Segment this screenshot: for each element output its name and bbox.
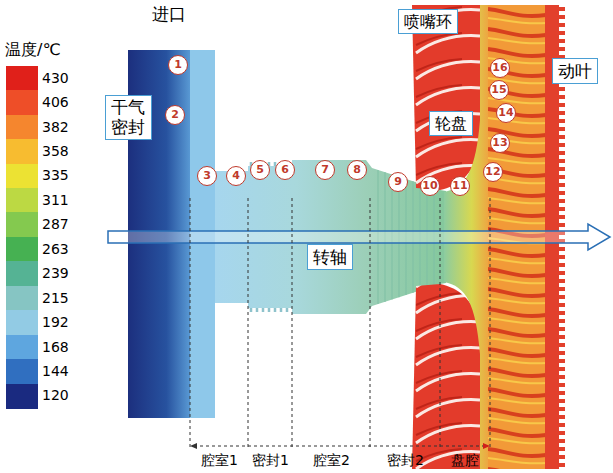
legend-value: 335	[42, 167, 69, 184]
legend-value: 287	[42, 216, 69, 233]
label-box: 动叶	[552, 58, 598, 84]
legend-value: 406	[42, 94, 69, 111]
box-text: 喷嘴环	[404, 12, 452, 31]
box-text: 动叶	[558, 61, 592, 81]
legend-value: 311	[42, 192, 69, 209]
inlet-label: 进口	[152, 4, 186, 24]
callout-number: 5	[250, 160, 270, 180]
region-label: 腔室1	[201, 452, 238, 469]
legend-value: 239	[42, 265, 69, 282]
region-label: 腔室2	[313, 452, 350, 469]
legend-value: 358	[42, 143, 69, 160]
legend-title: 温度/℃	[5, 40, 60, 59]
legend-value: 263	[42, 241, 69, 258]
region-label: 密封1	[252, 452, 289, 469]
box-text: 轮盘	[435, 114, 467, 133]
color-bar-segment	[6, 286, 38, 311]
callout-number: 9	[388, 172, 408, 192]
color-bar-segment	[6, 164, 38, 189]
color-bar-segment	[6, 90, 38, 115]
callout-number: 7	[315, 160, 335, 180]
region-label: 盘腔	[451, 452, 479, 469]
color-bar-segment	[6, 261, 38, 286]
color-bar-segment	[6, 139, 38, 164]
legend-value: 144	[42, 363, 69, 380]
color-bar-segment	[6, 237, 38, 262]
label-box: 转轴	[307, 244, 353, 270]
color-bar-segment	[6, 212, 38, 237]
callout-number: 3	[197, 166, 217, 186]
color-bar-segment	[6, 66, 38, 91]
callout-number: 12	[483, 162, 503, 182]
callout-number: 10	[420, 176, 440, 196]
label-box: 干气密封	[105, 95, 152, 140]
legend-value: 168	[42, 339, 69, 356]
label-box: 喷嘴环	[398, 9, 458, 34]
legend-value: 215	[42, 290, 69, 307]
box-text: 转轴	[313, 247, 347, 267]
legend-value: 430	[42, 70, 69, 87]
region-label: 密封2	[387, 452, 424, 469]
box-text: 干气密封	[111, 98, 146, 137]
color-bar-segment	[6, 188, 38, 213]
legend-value: 192	[42, 314, 69, 331]
color-bar-segment	[6, 335, 38, 360]
callout-number: 11	[450, 176, 470, 196]
legend-value: 382	[42, 119, 69, 136]
callout-number: 16	[490, 58, 510, 78]
callout-number: 4	[226, 166, 246, 186]
callout-number: 15	[489, 80, 509, 100]
callout-number: 1	[168, 55, 188, 75]
color-bar-segment	[6, 384, 38, 409]
color-bar-segment	[6, 115, 38, 140]
label-box: 轮盘	[429, 111, 473, 136]
callout-number: 6	[275, 160, 295, 180]
color-bar-segment	[6, 359, 38, 384]
callout-number: 13	[490, 133, 510, 153]
callout-number: 14	[496, 103, 516, 123]
callout-number: 8	[347, 160, 367, 180]
color-bar-segment	[6, 310, 38, 335]
callout-number: 2	[165, 105, 185, 125]
legend-value: 120	[42, 387, 69, 404]
